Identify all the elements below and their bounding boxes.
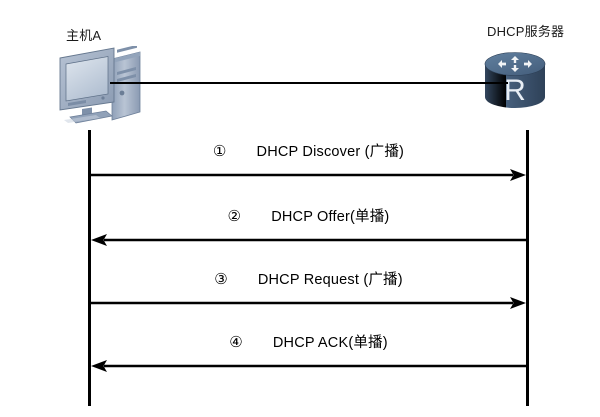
message-number-3: ③ <box>214 271 228 288</box>
message-text-1: DHCP Discover (广播) <box>256 144 405 160</box>
router-icon: R <box>482 47 548 117</box>
message-text-4: DHCP ACK(单播) <box>272 335 388 351</box>
message-label-4: ④ DHCP ACK(单播) <box>88 331 529 352</box>
host-label: 主机A <box>66 28 102 43</box>
lifeline-server <box>526 130 529 406</box>
message-arrow-3 <box>90 297 526 309</box>
message-row-2: ② DHCP Offer(单播) <box>88 205 529 249</box>
network-link-line <box>110 82 508 84</box>
server-label: DHCP服务器 <box>487 24 565 39</box>
message-label-2: ② DHCP Offer(单播) <box>88 205 529 226</box>
message-arrow-2 <box>91 234 527 246</box>
message-row-3: ③ DHCP Request (广播) <box>88 268 529 312</box>
message-arrow-1 <box>90 169 526 181</box>
message-number-1: ① <box>212 143 227 160</box>
message-text-3: DHCP Request (广播) <box>257 272 403 288</box>
message-row-4: ④ DHCP ACK(单播) <box>88 331 529 375</box>
router-letter: R <box>504 74 526 107</box>
message-text-2: DHCP Offer(单播) <box>271 209 390 225</box>
message-number-2: ② <box>227 208 242 225</box>
message-number-4: ④ <box>229 334 243 351</box>
message-row-1: ① DHCP Discover (广播) <box>88 140 529 184</box>
message-arrow-4 <box>91 360 527 372</box>
message-label-3: ③ DHCP Request (广播) <box>88 268 529 289</box>
message-label-1: ① DHCP Discover (广播) <box>88 140 529 161</box>
lifeline-host <box>88 130 91 406</box>
desktop-computer-icon <box>56 44 148 130</box>
